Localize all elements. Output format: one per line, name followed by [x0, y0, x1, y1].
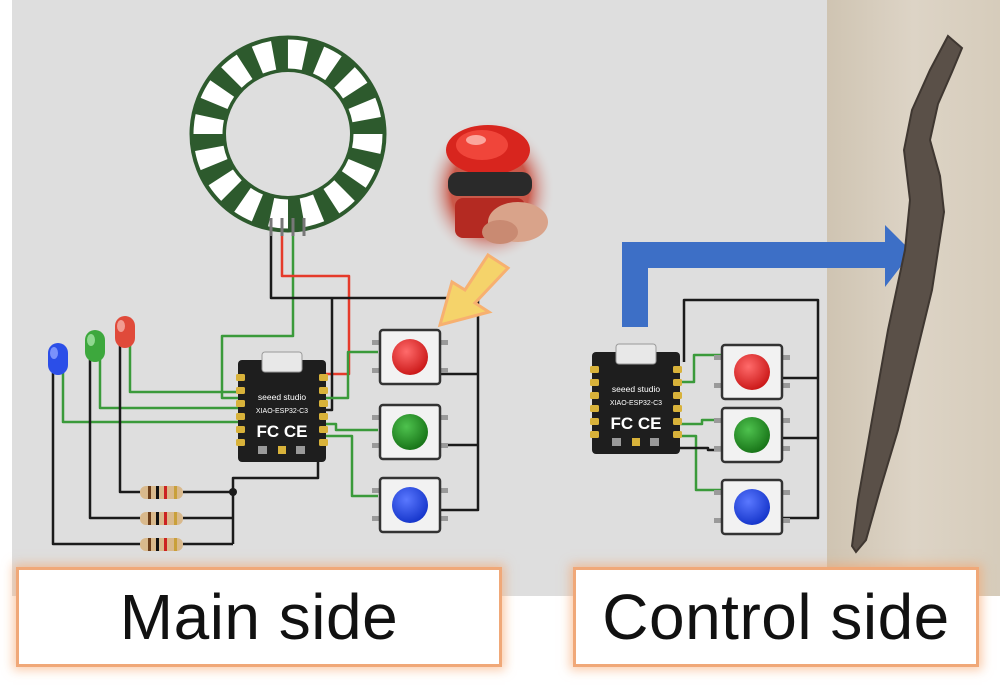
push-button-green-main [370, 403, 450, 461]
resistor-2 [140, 512, 183, 525]
led-blue [48, 343, 68, 375]
push-button-red-main [370, 328, 450, 386]
led-red [115, 316, 135, 348]
ring-pins [269, 218, 306, 236]
caption-control-text: Control side [602, 581, 950, 653]
board-cert-main: FC CE [257, 422, 308, 441]
caption-main-text: Main side [119, 581, 399, 653]
yellow-arrow [437, 252, 511, 328]
junction-dot [229, 488, 237, 496]
board-brand-main: seeed studio [258, 392, 306, 402]
caption-main-side: Main side [16, 567, 502, 667]
xiao-board-control: seeed studio XIAO-ESP32-C3 FC CE [589, 343, 683, 455]
caption-control-side: Control side [573, 567, 979, 667]
board-cert-control: FC CE [611, 414, 662, 433]
push-button-red-control [712, 343, 792, 401]
board-model-control: XIAO-ESP32-C3 [610, 400, 662, 407]
board-brand-control: seeed studio [612, 384, 660, 394]
resistor-1 [140, 486, 183, 499]
xiao-board-main: seeed studio XIAO-ESP32-C3 FC CE [235, 351, 329, 463]
push-button-blue-control [712, 478, 792, 536]
resistor-3 [140, 538, 183, 551]
push-button-green-control [712, 406, 792, 464]
led-green [85, 330, 105, 362]
push-button-blue-main [370, 476, 450, 534]
control-wires [670, 298, 820, 520]
blue-arrow [622, 225, 912, 327]
arcade-button-photo [425, 118, 555, 262]
neopixel-ring [189, 35, 387, 233]
stick-wand-photo [850, 34, 964, 554]
main-wires [51, 236, 480, 546]
board-model-main: XIAO-ESP32-C3 [256, 408, 308, 415]
